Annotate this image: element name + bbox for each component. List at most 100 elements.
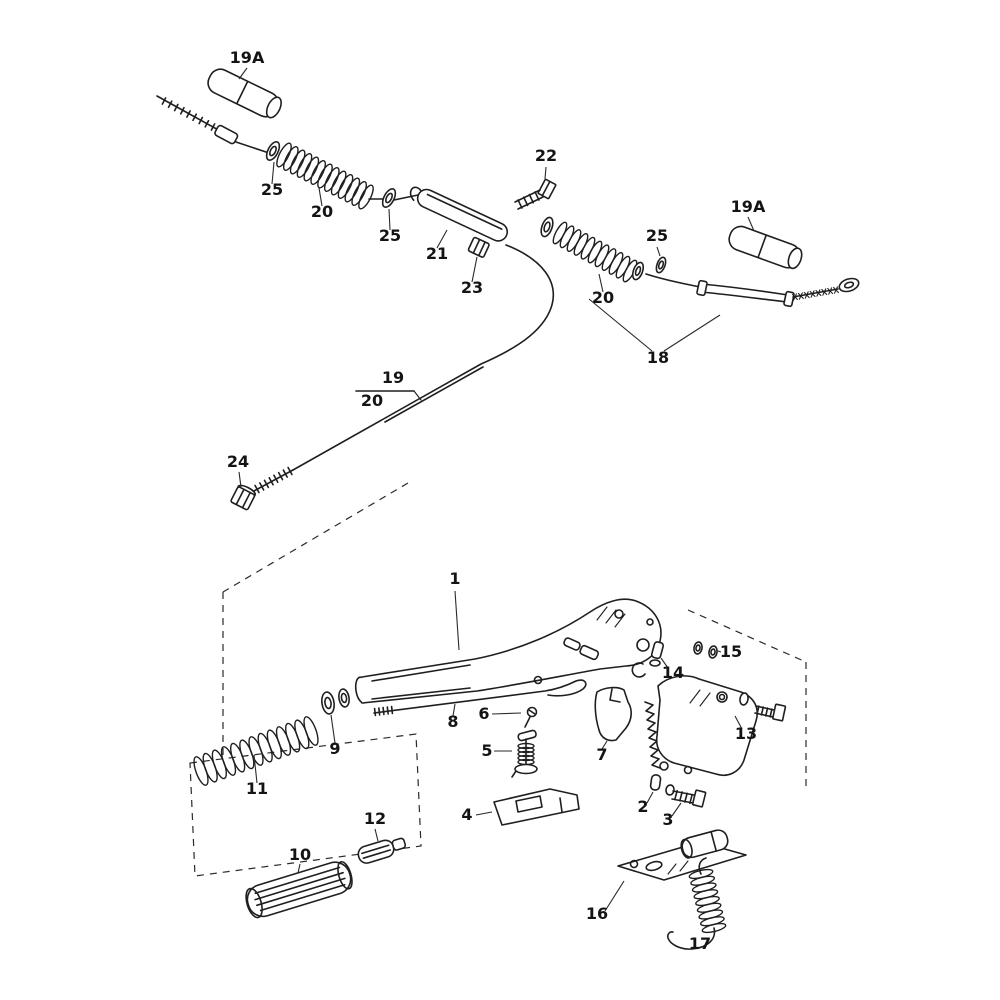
part-label-22: 22 <box>535 146 557 165</box>
part-label-15: 15 <box>720 642 742 661</box>
part-label-23: 23 <box>461 278 483 297</box>
leader-line-16 <box>604 880 625 912</box>
part-label-20-b: 20 <box>592 288 614 307</box>
part-label-11: 11 <box>246 779 268 798</box>
washers-15 <box>693 641 718 659</box>
disc-rear-end <box>631 261 645 281</box>
leader-line-13 <box>734 715 743 730</box>
part-label-6: 6 <box>478 704 489 723</box>
part-label-24: 24 <box>227 452 249 471</box>
nut-24 <box>230 484 257 511</box>
part-label-19a-front: 19A <box>230 48 265 67</box>
leader-line-25-b <box>388 208 391 231</box>
part-label-7: 7 <box>596 745 607 764</box>
leader-line-19a-rear <box>747 216 755 232</box>
part-label-8: 8 <box>447 712 458 731</box>
washer-rear-start-hole <box>543 221 551 233</box>
leader-line-6 <box>491 712 522 715</box>
leader-line-23 <box>471 256 478 283</box>
bolt-3-threads <box>674 789 693 805</box>
leader-line-18 <box>588 298 653 352</box>
cable-start-threads <box>161 97 216 131</box>
washer-25-rear <box>655 256 667 274</box>
leader-line-15 <box>717 650 722 653</box>
cable-eyelet <box>838 277 860 293</box>
washer-25-rear-hole <box>657 260 665 270</box>
part-label-25-b: 25 <box>379 226 401 245</box>
front-cable-thread-ticks <box>254 466 293 494</box>
part-label-20-c: 20 <box>361 391 383 410</box>
leader-line-19a-front <box>238 67 248 80</box>
part-label-10: 10 <box>289 845 311 864</box>
washer-25-front-2 <box>381 188 397 208</box>
pivot-sleeve-a <box>563 637 581 651</box>
part-label-20-a: 20 <box>311 202 333 221</box>
sleeve-12 <box>357 837 407 864</box>
part-label-25-c: 25 <box>646 226 668 245</box>
part-label-1: 1 <box>449 569 460 588</box>
part-label-2: 2 <box>637 797 648 816</box>
braided-crosshatch <box>792 286 839 301</box>
cable-segment <box>235 141 267 153</box>
bolt-22-threads <box>517 191 540 209</box>
part-label-21: 21 <box>426 244 448 263</box>
lever-assembly <box>193 598 787 950</box>
drawing-layer <box>156 68 860 950</box>
spring-11 <box>193 716 319 786</box>
push-rod-8 <box>373 679 587 717</box>
construction-lines <box>189 482 807 877</box>
dashed-box-grip <box>189 733 422 877</box>
ratchet-bracket-13 <box>644 675 758 776</box>
spring-20-rear <box>552 221 638 283</box>
washer-rear-start <box>540 216 554 238</box>
pivot-sleeve-b <box>579 644 600 661</box>
bracket-plate-4 <box>493 788 580 826</box>
leader-line-10 <box>297 863 301 874</box>
part-label-3: 3 <box>662 810 673 829</box>
lever-rivet <box>533 675 543 685</box>
lever-body-1 <box>354 598 662 704</box>
leader-line-9 <box>330 714 336 744</box>
bolt-3 <box>671 789 707 808</box>
front-cable-curve <box>292 244 555 471</box>
screw-6 <box>524 706 538 728</box>
pawl-7 <box>594 686 632 742</box>
washer-3 <box>665 784 675 796</box>
part-label-18: 18 <box>647 348 669 367</box>
front-cable-assembly <box>156 68 557 511</box>
lever-hole-small <box>614 609 624 619</box>
part-label-5: 5 <box>481 741 492 760</box>
fraction-label-19-20 <box>355 390 422 401</box>
leader-line-21 <box>436 229 448 249</box>
washer-25-front-1-hole <box>269 145 277 157</box>
leader-line-18 <box>663 314 721 352</box>
front-cable-sheath <box>384 366 484 423</box>
leader-line-4 <box>475 811 493 816</box>
washer-25-front-2-hole <box>385 192 393 204</box>
pin-2 <box>649 774 662 791</box>
cap-19a-front <box>207 68 282 119</box>
rear-cable-assembly <box>540 216 860 308</box>
leader-line-25-a <box>271 161 275 185</box>
leader-line-8 <box>452 703 456 717</box>
sheath-cap-right <box>783 290 795 308</box>
disc-rear-end-hole <box>634 265 642 277</box>
pin-14 <box>649 641 665 667</box>
pawl-pin-5 <box>511 729 538 778</box>
part-label-25-a: 25 <box>261 180 283 199</box>
labels-layer: 19A252025212322202519A181920241151413685… <box>227 48 766 953</box>
front-cable-threaded-end <box>251 469 294 493</box>
rear-cable-sheath-top <box>701 283 789 296</box>
part-label-19a-rear: 19A <box>731 197 766 216</box>
leader-line-20-b <box>598 273 604 293</box>
bracket-bolt <box>739 692 787 722</box>
anchor-plate-16 <box>617 829 747 881</box>
part-label-13: 13 <box>735 724 757 743</box>
cable-segment-3 <box>393 194 419 201</box>
part-label-16: 16 <box>586 904 608 923</box>
part-label-17: 17 <box>689 934 711 953</box>
leader-line-12 <box>374 828 379 842</box>
leader-line-3 <box>671 802 682 817</box>
grip-10 <box>245 860 353 919</box>
